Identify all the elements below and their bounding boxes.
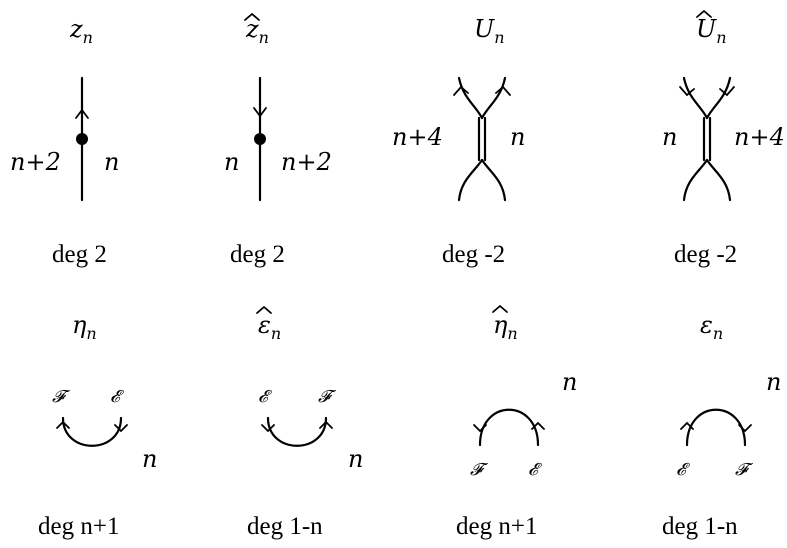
- eta-n-cup: [61, 416, 123, 447]
- U-hat-n-bottom-left-strand: [682, 158, 709, 202]
- U-n-bottom-right-strand: [480, 158, 507, 202]
- down-arrow-icon: [719, 86, 735, 97]
- U-n-right-label: n: [510, 123, 525, 151]
- diagram-epsilon-hat-n: εn 𝓔 𝓕 n deg 1-n: [247, 305, 363, 540]
- diagram-z-hat-n: zn n n+2 deg 2: [224, 12, 332, 268]
- U-hat-n-top-left-strand: [682, 76, 709, 120]
- epsilon-hat-n-cup: [266, 416, 328, 447]
- title-epsilon-n: εn: [700, 311, 723, 343]
- U-n-top-left-strand: [457, 76, 484, 120]
- U-n-left-label: n+4: [392, 123, 443, 151]
- epsilon-n-right-end-label: 𝓕: [735, 460, 754, 480]
- z-hat-n-right-label: n+2: [281, 148, 332, 176]
- up-arrow-icon: [531, 421, 545, 430]
- U-hat-n-left-label: n: [662, 123, 677, 151]
- up-arrow-icon: [319, 420, 333, 429]
- down-arrow-icon: [473, 424, 487, 433]
- eta-hat-n-left-end-label: 𝓕: [470, 460, 489, 480]
- U-n-top-right-strand: [480, 76, 507, 120]
- z-n-right-label: n: [104, 148, 119, 176]
- eta-n-region-label: n: [142, 445, 157, 473]
- title-z-hat-n: zn: [245, 15, 269, 47]
- title-epsilon-hat-n: εn: [258, 311, 281, 343]
- z-n-degree: deg 2: [52, 241, 107, 268]
- epsilon-n-degree: deg 1-n: [662, 513, 738, 540]
- eta-hat-n-cap: [478, 408, 540, 447]
- epsilon-n-cap: [685, 408, 747, 447]
- z-hat-n-degree: deg 2: [230, 241, 285, 268]
- U-n-degree: deg -2: [442, 241, 505, 268]
- eta-n-right-end-label: 𝓔: [110, 387, 125, 407]
- U-hat-n-right-label: n+4: [734, 123, 785, 151]
- hat-accent: [244, 12, 260, 21]
- U-hat-n-degree: deg -2: [674, 241, 737, 268]
- epsilon-hat-n-degree: deg 1-n: [247, 513, 323, 540]
- title-eta-n: ηn: [72, 311, 97, 343]
- epsilon-hat-n-left-end-label: 𝓔: [258, 387, 273, 407]
- title-z-n: zn: [69, 15, 93, 47]
- U-n-bottom-left-strand: [457, 158, 484, 202]
- up-arrow-icon: [56, 420, 70, 429]
- hat-accent: [492, 304, 508, 313]
- diagram-eta-n: ηn 𝓕 𝓔 n deg n+1: [38, 311, 157, 540]
- diagram-epsilon-n: εn n 𝓔 𝓕 deg 1-n: [662, 311, 781, 540]
- title-U-n: Un: [474, 15, 505, 47]
- eta-hat-n-degree: deg n+1: [456, 513, 537, 540]
- epsilon-hat-n-region-label: n: [348, 445, 363, 473]
- down-arrow-icon: [738, 424, 752, 433]
- epsilon-n-region-label: n: [766, 368, 781, 396]
- z-n-left-label: n+2: [10, 148, 61, 176]
- eta-hat-n-right-end-label: 𝓔: [528, 460, 543, 480]
- diagram-z-n: zn n+2 n deg 2: [10, 15, 119, 268]
- up-arrow-icon: [453, 85, 469, 96]
- epsilon-n-left-end-label: 𝓔: [676, 460, 691, 480]
- diagram-U-hat-n: Un n n+4 deg -2: [662, 9, 785, 268]
- down-arrow-icon: [114, 424, 128, 433]
- dot-icon: [254, 133, 266, 145]
- U-hat-n-bottom-right-strand: [705, 158, 732, 202]
- diagram-eta-hat-n: ηn n 𝓕 𝓔 deg n+1: [456, 304, 577, 540]
- eta-hat-n-region-label: n: [562, 368, 577, 396]
- eta-n-degree: deg n+1: [38, 513, 119, 540]
- title-eta-hat-n: ηn: [493, 311, 518, 343]
- down-arrow-icon: [261, 424, 275, 433]
- up-arrow-icon: [680, 421, 694, 430]
- eta-n-left-end-label: 𝓕: [52, 387, 71, 407]
- title-U-hat-n: Un: [696, 15, 727, 47]
- diagram-U-n: Un n+4 n deg -2: [392, 15, 525, 268]
- hat-accent: [696, 9, 712, 18]
- dot-icon: [76, 133, 88, 145]
- down-arrow-icon: [253, 107, 267, 118]
- down-arrow-icon: [679, 86, 695, 97]
- epsilon-hat-n-right-end-label: 𝓕: [318, 387, 337, 407]
- up-arrow-icon: [75, 108, 89, 119]
- U-hat-n-top-right-strand: [705, 76, 732, 120]
- up-arrow-icon: [495, 85, 511, 96]
- z-hat-n-left-label: n: [224, 148, 239, 176]
- hat-accent: [256, 305, 272, 314]
